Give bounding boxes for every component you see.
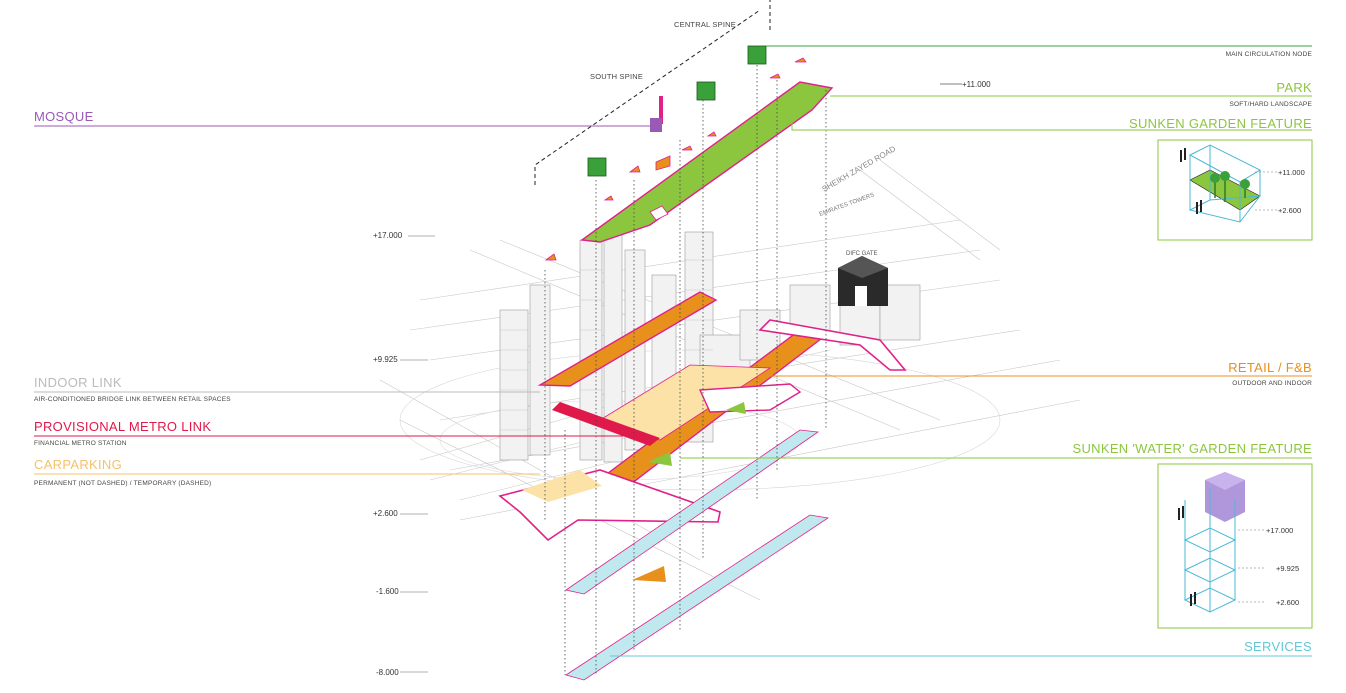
mosque-block [650,96,663,132]
level-9925: +9.925 [373,355,398,364]
orange-box [656,156,670,170]
difc-gate [838,256,888,306]
level-minus-8000: -8.000 [376,668,399,677]
inset2-mid-level: +9.925 [1276,564,1299,573]
level-top: +11.000 [962,80,991,89]
gate-label: DIFC GATE [846,251,878,257]
emirates-label: EMIRATES TOWERS [819,192,876,217]
indoor-link-sub: AIR-CONDITIONED BRIDGE LINK BETWEEN RETA… [34,396,231,403]
services-label: SERVICES [1244,639,1312,654]
level-2600: +2.600 [373,509,398,518]
carparking-sub: PERMANENT (NOT DASHED) / TEMPORARY (DASH… [34,480,211,487]
tower-1 [500,310,528,460]
retail-label: RETAIL / F&B [1228,360,1312,375]
road-label: SHEIKH ZAYED ROAD [821,144,898,194]
main-node-label: MAIN CIRCULATION NODE [1226,51,1312,58]
small-markers [546,58,806,260]
south-spine-label: SOUTH SPINE [590,72,643,81]
node-3 [588,158,606,176]
level-ticks [400,236,435,672]
level-minus-1600: -1.600 [376,587,399,596]
inset1-bottom-level: +2.600 [1278,206,1301,215]
retail-sub: OUTDOOR AND INDOOR [1232,380,1312,387]
metro-link-label: PROVISIONAL METRO LINK [34,419,211,434]
carpark-deck [500,470,720,540]
inset1-top-level: +11.000 [1278,168,1305,177]
park-sub: SOFT/HARD LANDSCAPE [1229,101,1312,108]
inset-sunken-garden [1158,140,1312,240]
inset2-bottom-level: +2.600 [1276,598,1299,607]
level-17000: +17.000 [373,231,402,240]
node-2 [697,82,715,100]
carparking-label: CARPARKING [34,457,122,472]
park-deck [582,82,832,242]
water-garden-label: SUNKEN 'WATER' GARDEN FEATURE [1073,441,1313,456]
tower-2 [530,285,550,455]
services-orange [632,566,666,582]
indoor-link-label: INDOOR LINK [34,375,122,390]
services-strip-2 [566,515,828,680]
inset2-top-level: +17.000 [1266,526,1293,535]
mosque-label: MOSQUE [34,109,94,124]
central-spine-label: CENTRAL SPINE [674,20,736,29]
node-1 [748,46,766,64]
sunken-garden-label: SUNKEN GARDEN FEATURE [1129,116,1312,131]
metro-link-sub: FINANCIAL METRO STATION [34,440,127,447]
park-label: PARK [1276,80,1312,95]
